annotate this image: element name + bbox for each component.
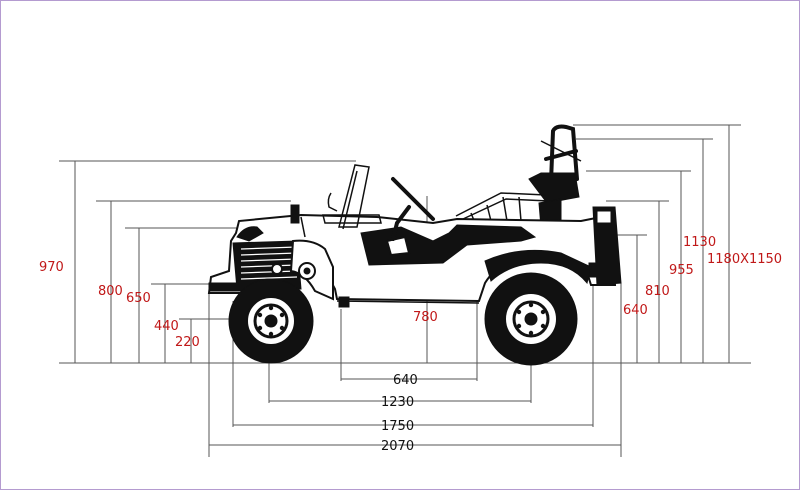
jeep-illustration [207, 124, 622, 366]
rear-wheel [484, 272, 578, 366]
height-label-650: 650 [126, 291, 151, 306]
height-label-810: 810 [645, 284, 670, 299]
height-label-1180x1150: 1180X1150 [707, 252, 782, 267]
front-wheel [228, 278, 314, 364]
height-label-780: 780 [413, 310, 438, 325]
length-label-1750: 1750 [381, 419, 414, 434]
height-label-640: 640 [623, 303, 648, 318]
height-labels-left: 970 800 650 440 220 [39, 260, 200, 350]
right-dimension-lines [573, 124, 741, 363]
left-dimension-lines [59, 160, 356, 363]
length-label-640: 640 [393, 373, 418, 388]
height-label-800: 800 [98, 284, 123, 299]
height-label-220: 220 [175, 335, 200, 350]
headlamp-post [290, 204, 300, 224]
front-bumper [208, 282, 244, 292]
height-label-970: 970 [39, 260, 64, 275]
length-labels: 640 1230 1750 2070 [381, 373, 418, 454]
height-label-1130: 1130 [683, 235, 716, 250]
height-label-440: 440 [154, 319, 179, 334]
height-labels-right: 640 810 955 1130 1180X1150 [623, 235, 782, 318]
height-label-955: 955 [669, 263, 694, 278]
length-label-2070: 2070 [381, 439, 414, 454]
length-label-1230: 1230 [381, 395, 414, 410]
